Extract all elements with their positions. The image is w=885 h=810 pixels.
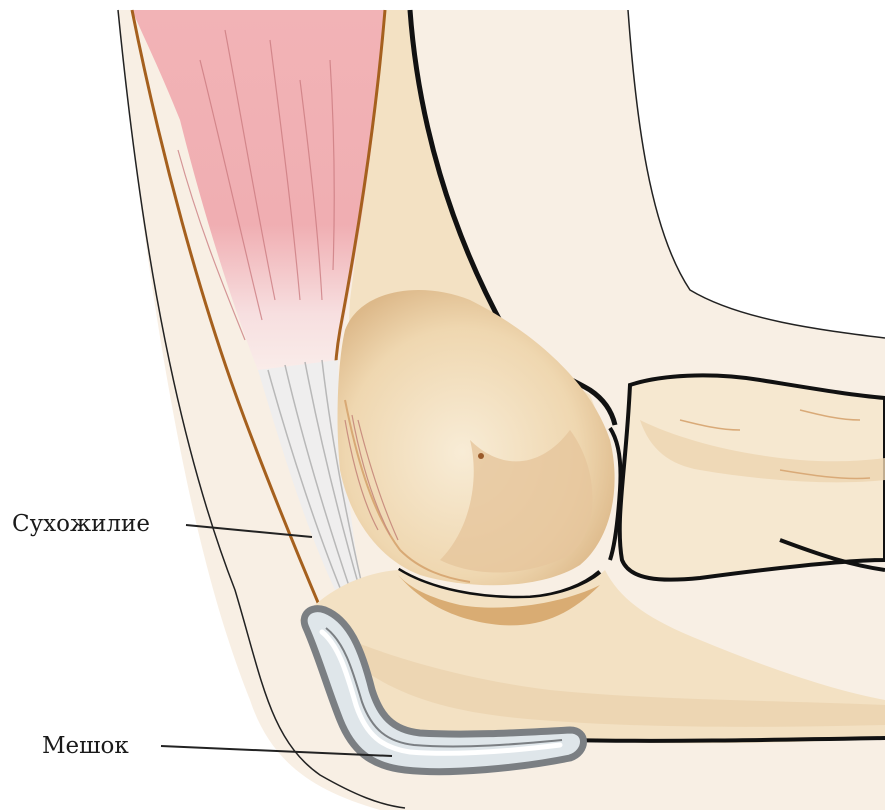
bursa-label: Мешок [42, 733, 129, 759]
tendon-label: Сухожилие [12, 511, 150, 537]
nutrient-dot [478, 453, 484, 459]
